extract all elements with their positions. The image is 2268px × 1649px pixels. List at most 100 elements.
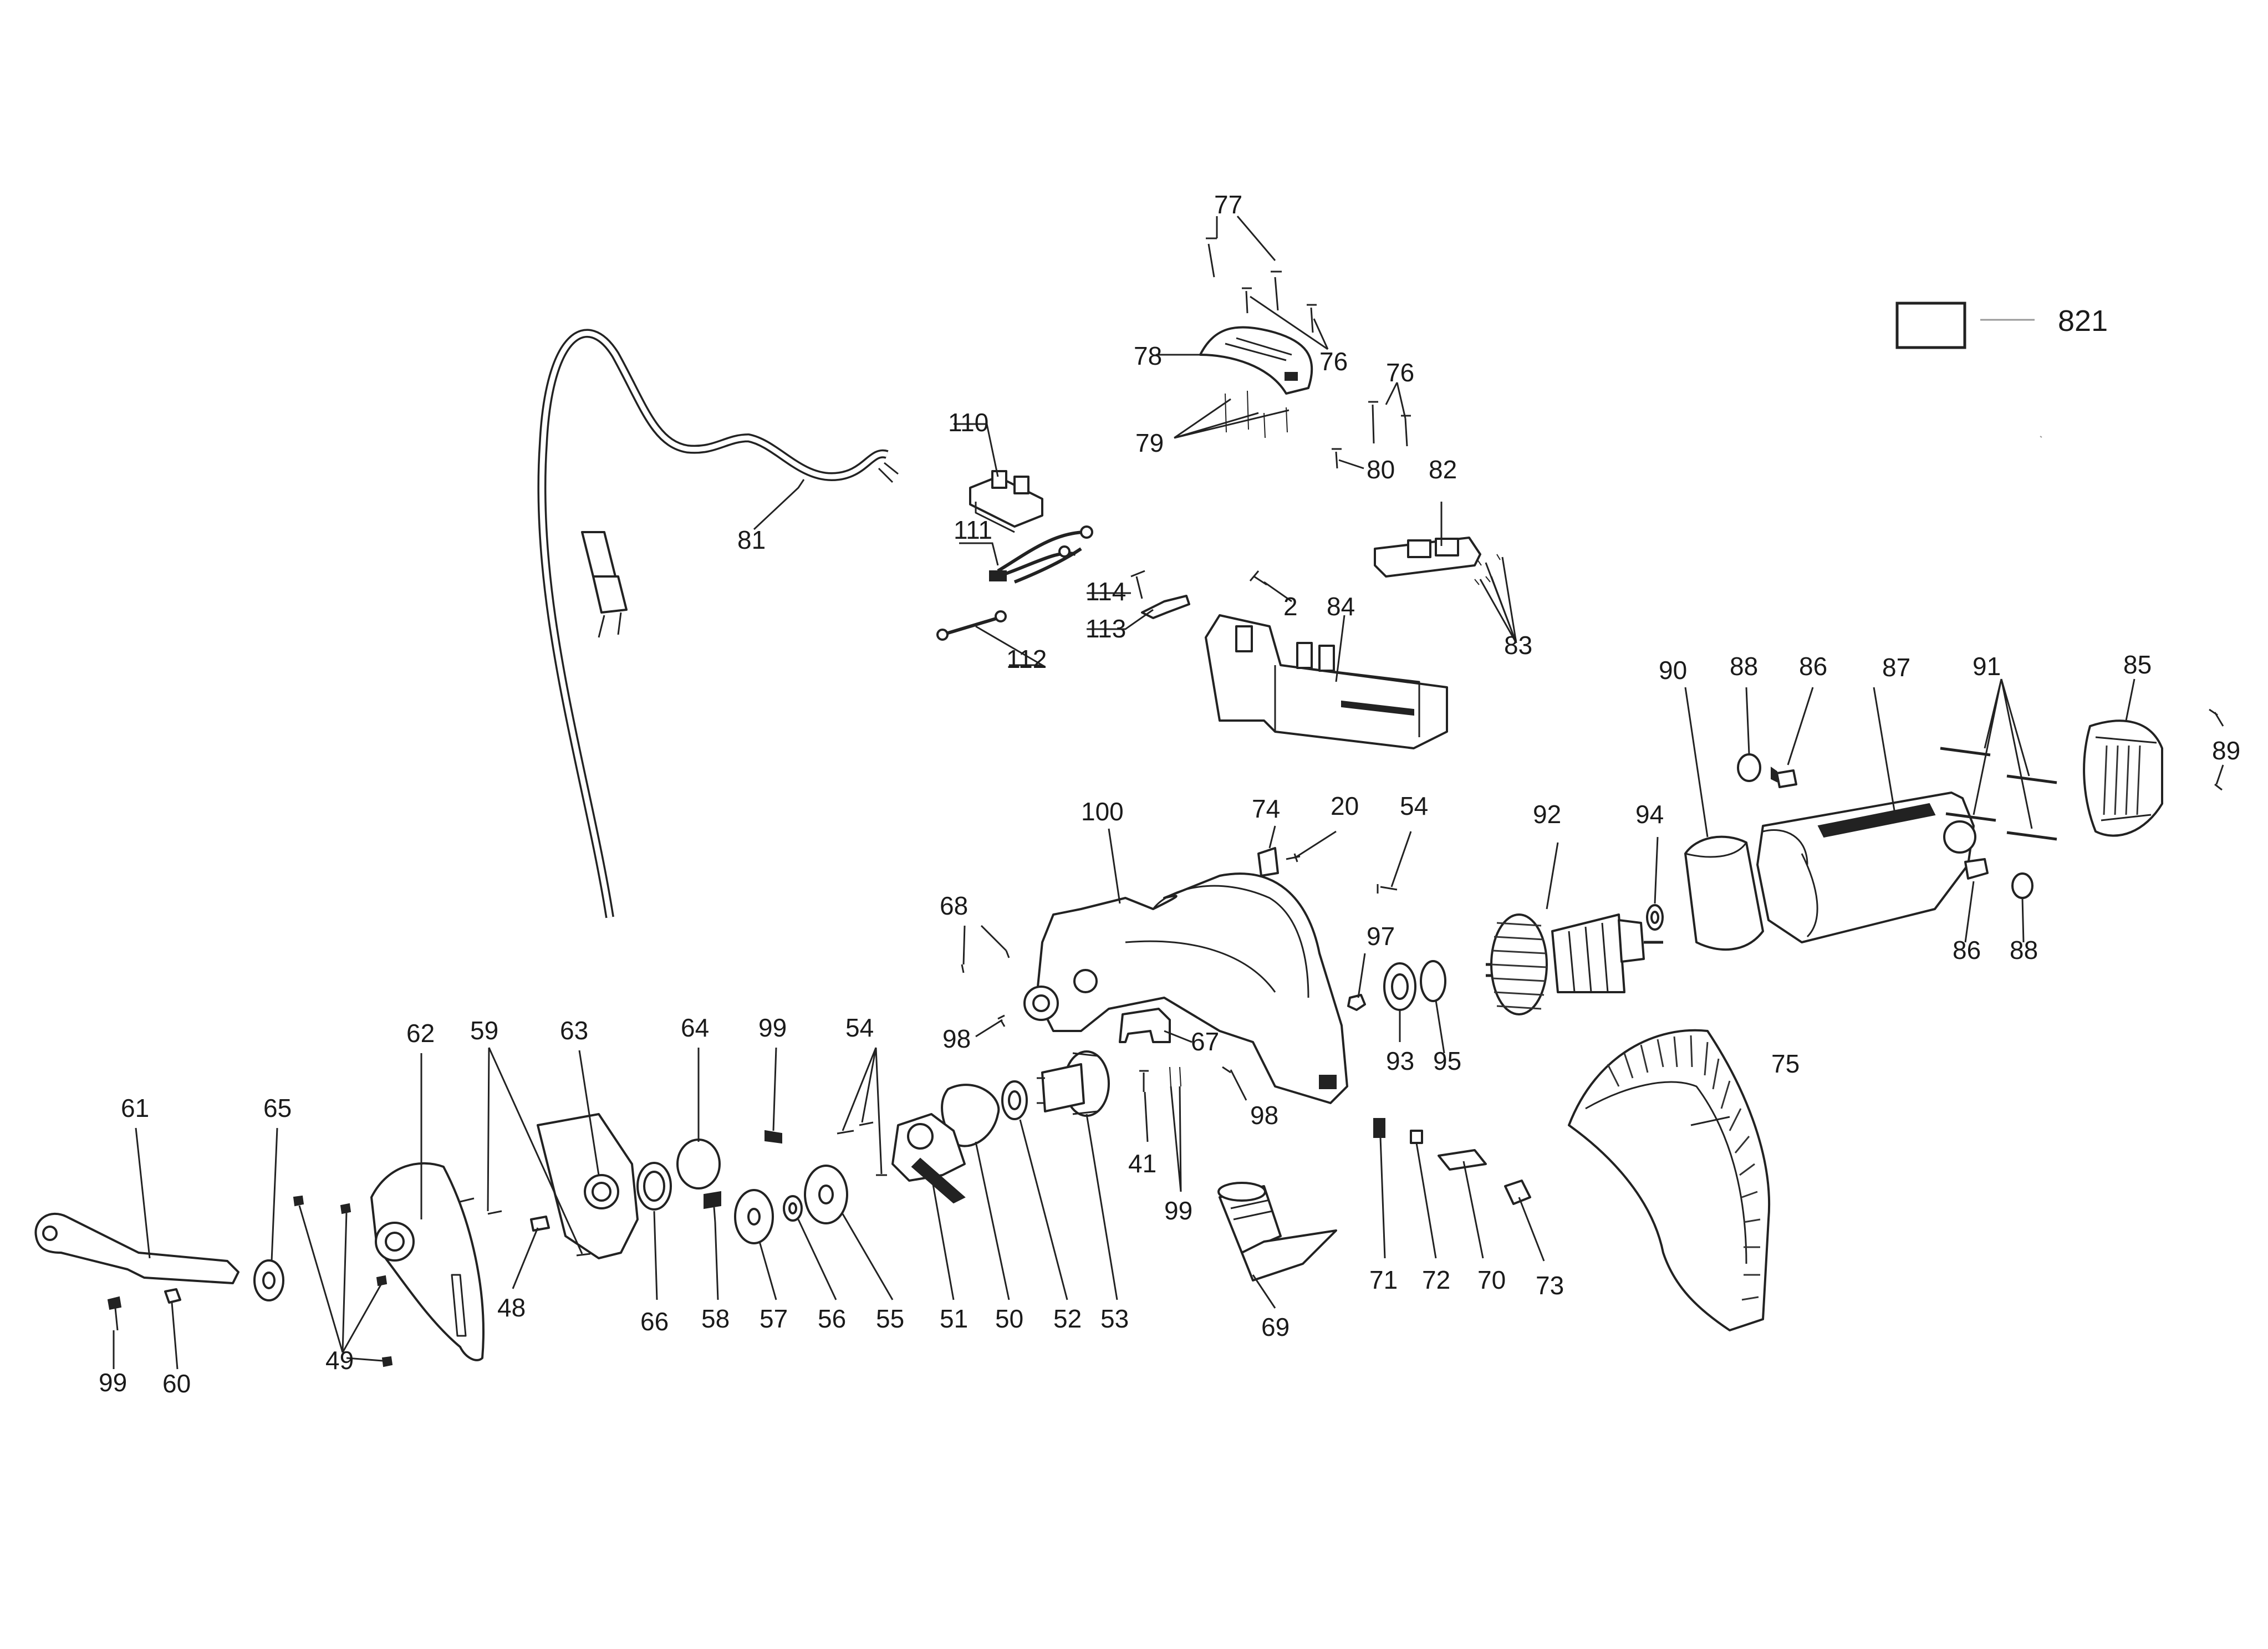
callout-54-top: 54 [1400,792,1428,820]
callout-66: 66 [640,1307,669,1336]
callout-70: 70 [1477,1265,1506,1294]
screw-part-54-top [1377,884,1398,894]
power-cord-part-81 [537,329,899,918]
leader-lines [113,216,2224,1370]
callout-112: 112 [1006,645,1047,673]
end-cap-part-85 [2083,719,2163,837]
callout-111: 111 [954,515,992,544]
callout-67: 67 [1191,1027,1219,1056]
callout-52: 52 [1053,1304,1082,1333]
brush-parts-86-88 [1737,753,2033,899]
callout-83: 83 [1504,631,1532,660]
callout-90: 90 [1659,656,1687,685]
screws-part-54-left [837,1121,887,1176]
callout-98-right: 98 [1250,1101,1278,1130]
callout-59: 59 [470,1016,498,1045]
bolts-parts-58-99 [704,1130,782,1223]
bracket-part-67 [1119,1008,1171,1043]
screw-and-nut-parts-60-99 [107,1288,181,1331]
callout-94: 94 [1635,800,1664,829]
stray-mark [2040,436,2042,438]
baffle-part-90 [1684,835,1764,951]
callout-100: 100 [1081,797,1124,826]
callout-97: 97 [1367,922,1395,951]
callout-48: 48 [497,1293,526,1322]
callout-65: 65 [263,1094,292,1122]
callout-63: 63 [560,1016,588,1045]
lower-blade-guard-part-75 [1568,1029,1770,1331]
callout-99-left: 99 [99,1368,127,1397]
callout-99-center: 99 [1164,1196,1192,1225]
callout-81: 81 [737,525,766,554]
callout-88-bottom: 88 [2010,936,2038,964]
callout-80: 80 [1367,455,1395,484]
callout-72: 72 [1422,1265,1450,1294]
callout-86-top: 86 [1799,652,1827,681]
callout-49: 49 [325,1346,354,1375]
callout-110: 110 [948,408,988,437]
callout-55: 55 [876,1304,904,1333]
callout-78: 78 [1134,341,1162,370]
blade-guard-plate-part-62 [370,1162,485,1361]
upper-guard-housing-part-100 [1023,872,1348,1104]
dust-chute-part-69 [1217,1182,1337,1282]
knob-part-65 [253,1259,284,1301]
motor-housing-part-87 [1756,792,1976,943]
flange-part-55 [804,1165,848,1224]
callout-113: 113 [1085,614,1126,643]
armature-part-92 [1486,913,1663,1015]
wrench-part-61 [34,1213,239,1284]
callout-58: 58 [701,1304,730,1333]
clip-and-screw-parts-74-20 [1257,847,1301,877]
callout-57: 57 [760,1304,788,1333]
callout-114: 114 [1085,577,1126,606]
screws-and-block-parts-59-48 [460,1197,591,1257]
screw-and-clip-parts-113-114 [1130,570,1190,619]
callout-88-top: 88 [1730,652,1758,681]
callout-75: 75 [1771,1049,1800,1078]
callout-69: 69 [1261,1313,1290,1341]
callout-53: 53 [1100,1304,1129,1333]
callout-50: 50 [995,1304,1023,1333]
callout-68: 68 [940,891,968,920]
legend-box: 821 [1895,302,2108,349]
callout-85: 85 [2123,650,2152,679]
wire-harness-part-111 [989,525,1093,584]
callout-89: 89 [2212,736,2240,765]
callout-20: 20 [1331,792,1359,820]
callout-76-upper: 76 [1319,347,1348,376]
callout-77: 77 [1214,190,1242,219]
guard-plate-part-63 [537,1113,639,1259]
flange-part-57 [734,1189,774,1244]
long-screws-part-91 [1940,747,2057,841]
callout-61: 61 [121,1094,149,1122]
callout-82: 82 [1429,455,1457,484]
callout-2: 2 [1283,592,1298,621]
callout-84: 84 [1327,592,1355,621]
spindle-part-53 [1037,1050,1110,1117]
callout-79: 79 [1135,428,1164,457]
callout-41: 41 [1128,1149,1156,1178]
gasket-part-50 [941,1084,1000,1147]
callout-71: 71 [1369,1265,1398,1294]
callout-51: 51 [940,1304,968,1333]
bearing-and-ring-parts-93-95 [1383,960,1446,1011]
switch-part-82 [1374,537,1481,578]
washer-part-56 [783,1195,803,1222]
screws-parts-41-99 [1139,1066,1181,1092]
callout-98-left: 98 [942,1024,971,1053]
callout-95: 95 [1433,1046,1461,1075]
bearing-part-52 [1001,1080,1028,1120]
callout-76-right: 76 [1386,358,1414,387]
callout-91: 91 [1973,652,2001,681]
legend-box-label: 821 [2058,304,2108,338]
handle-cover-part-78 [1199,326,1313,395]
callout-54-left: 54 [845,1013,874,1042]
callout-74: 74 [1252,794,1280,823]
callout-73: 73 [1536,1271,1564,1300]
callout-56: 56 [818,1304,846,1333]
callout-93: 93 [1386,1046,1414,1075]
bushing-parts-64-66 [636,1139,721,1211]
wire-part-112 [936,610,1007,641]
